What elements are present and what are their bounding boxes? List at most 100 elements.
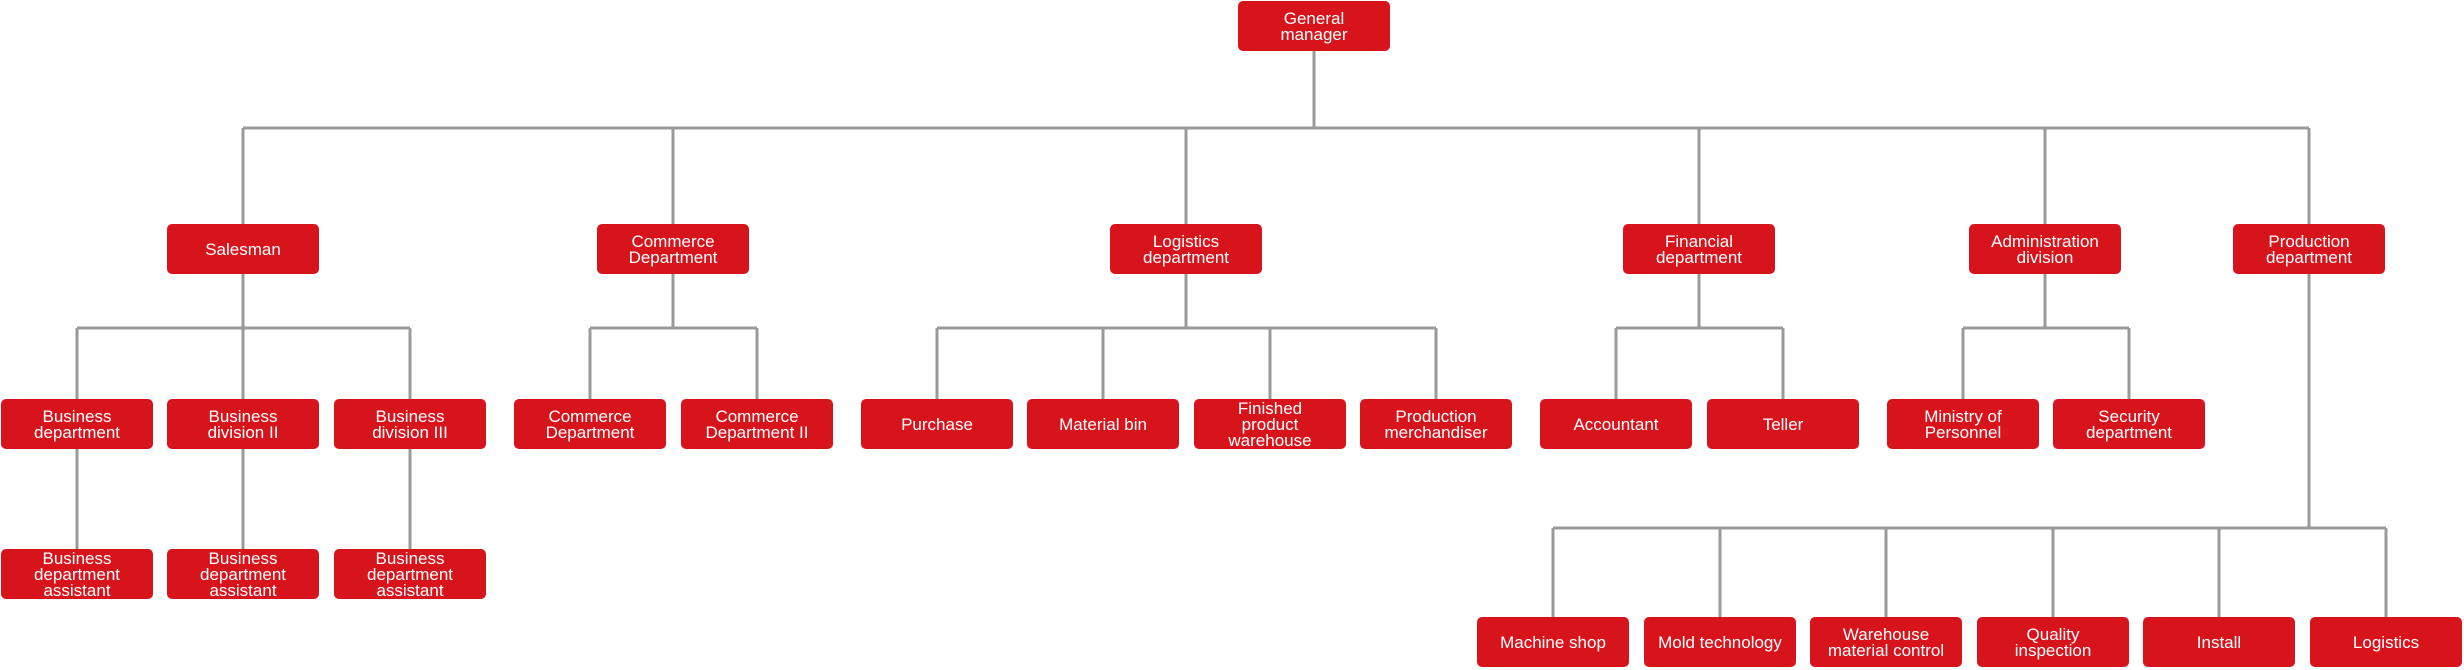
node-label-line: department	[1143, 248, 1229, 267]
node-box	[1, 549, 153, 599]
connector-logistics_dept	[935, 274, 1438, 399]
node-label-line: division	[2017, 248, 2074, 267]
node-label-line: department	[2266, 248, 2352, 267]
node-box	[514, 399, 666, 449]
node-box	[2310, 617, 2462, 667]
node-label-line: department	[367, 565, 453, 584]
node-box	[167, 399, 319, 449]
node-label-line: Quality	[2027, 625, 2080, 644]
node-accountant: Accountant	[1540, 399, 1692, 449]
node-label-line: assistant	[209, 581, 276, 600]
node-label-line: Financial	[1665, 232, 1733, 251]
node-teller: Teller	[1707, 399, 1859, 449]
node-box	[597, 224, 749, 274]
node-label-line: Department	[546, 423, 635, 442]
node-label-line: Logistics	[1153, 232, 1219, 251]
node-label-line: division III	[372, 423, 448, 442]
node-label: Mold technology	[1658, 633, 1782, 652]
node-box	[1977, 617, 2129, 667]
node-label-line: Install	[2197, 633, 2241, 652]
node-label-line: inspection	[2015, 641, 2092, 660]
node-label: Logistics	[2353, 633, 2419, 652]
node-label-line: Personnel	[1925, 423, 2002, 442]
node-box	[1477, 617, 1629, 667]
node-label-line: Business	[209, 549, 278, 568]
node-box	[2233, 224, 2385, 274]
node-label: Purchase	[901, 415, 973, 434]
node-label-line: material control	[1828, 641, 1944, 660]
node-box	[1810, 617, 1962, 667]
node-label-line: General	[1284, 9, 1344, 28]
node-label-line: Business	[376, 407, 445, 426]
node-label-line: manager	[1280, 25, 1347, 44]
node-box	[1707, 399, 1859, 449]
node-label-line: Business	[209, 407, 278, 426]
node-box	[1238, 1, 1390, 51]
node-label-line: Production	[2268, 232, 2349, 251]
connector-financial	[1614, 274, 1785, 399]
node-label-line: Salesman	[205, 240, 281, 259]
node-box	[2053, 399, 2205, 449]
node-label-line: Security	[2098, 407, 2160, 426]
node-label-line: assistant	[376, 581, 443, 600]
node-label: Install	[2197, 633, 2241, 652]
node-label-line: Machine shop	[1500, 633, 1606, 652]
node-install: Install	[2143, 617, 2295, 667]
node-label-line: product	[1242, 415, 1299, 434]
node-label-line: department	[1656, 248, 1742, 267]
node-label-line: department	[200, 565, 286, 584]
connector-salesman	[75, 274, 412, 399]
node-box	[334, 399, 486, 449]
node-label-line: Business	[376, 549, 445, 568]
node-label: Machine shop	[1500, 633, 1606, 652]
node-label-line: department	[34, 423, 120, 442]
node-salesman: Salesman	[167, 224, 319, 274]
node-label-line: Commerce	[548, 407, 631, 426]
connector-administration	[1961, 274, 2131, 399]
connector-lines	[75, 51, 2388, 617]
node-box	[1540, 399, 1692, 449]
connector-commerce	[588, 274, 759, 399]
node-label-line: Purchase	[901, 415, 973, 434]
node-box	[1360, 399, 1512, 449]
node-machine-shop: Machine shop	[1477, 617, 1629, 667]
node-label-line: Accountant	[1573, 415, 1658, 434]
node-box	[1623, 224, 1775, 274]
node-label-line: Logistics	[2353, 633, 2419, 652]
node-box	[334, 549, 486, 599]
node-label-line: warehouse	[1227, 431, 1311, 450]
node-label-line: Commerce	[715, 407, 798, 426]
node-label: Teller	[1763, 415, 1804, 434]
node-label-line: Ministry of	[1924, 407, 2002, 426]
node-box	[1969, 224, 2121, 274]
node-label-line: Business	[43, 549, 112, 568]
